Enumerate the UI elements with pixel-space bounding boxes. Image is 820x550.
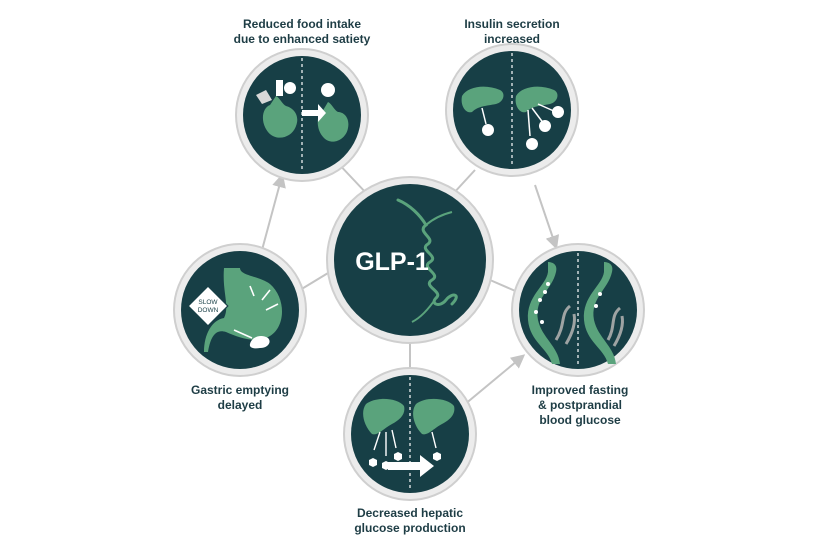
svg-text:DOWN: DOWN (198, 307, 219, 314)
insulin-granule-icon (552, 106, 564, 118)
tissue-icon (606, 306, 624, 347)
arrow-hepatic-to-glucose (463, 354, 526, 406)
arrow-right-icon (302, 104, 326, 122)
arrow-gastric-to-food (261, 173, 286, 251)
label-insulin: Insulin secretion increased (464, 17, 560, 46)
blood-vessel-icon-right (583, 262, 616, 364)
center-glp1-circle: GLP-1 (326, 176, 494, 344)
pancreas-icon-left (461, 86, 504, 113)
glucose-molecule-icon (394, 452, 402, 461)
expansion-arrow-icon (261, 289, 271, 301)
arrow-insulin-to-glucose (534, 184, 560, 250)
glucose-molecule-icon (433, 452, 441, 461)
insulin-granule-icon (482, 124, 494, 136)
glucose-dot-icon (534, 310, 538, 314)
label-hepatic: Decreased hepatic glucose production (354, 506, 466, 535)
pancreas-icon-right (515, 86, 558, 113)
apple-icon-right (321, 83, 335, 97)
insulin-circle (445, 43, 579, 177)
liver-icon-left (363, 398, 405, 435)
expansion-arrow-icon (265, 303, 279, 311)
glucose-dot-icon (538, 298, 542, 302)
svg-text:SLOW: SLOW (198, 299, 218, 306)
drink-icon (276, 80, 283, 96)
apple-icon-left (284, 82, 296, 94)
stomach-icon-right (317, 102, 349, 142)
label-gastric: Gastric emptying delayed (190, 383, 290, 412)
stomach-icon (204, 268, 282, 352)
liver-icon-right (413, 398, 455, 435)
tissue-icon (554, 304, 576, 345)
slow-down-sign-icon: SLOW DOWN (187, 285, 229, 327)
label-blood-glucose: Improved fasting & postprandial blood gl… (531, 383, 629, 427)
blood-vessel-icon-left (527, 262, 560, 364)
arrow-right-icon (388, 455, 434, 477)
gastric-circle: SLOW DOWN (173, 243, 307, 377)
food-mass-icon (249, 336, 270, 349)
glucose-dot-icon (546, 282, 550, 286)
blood-glucose-circle (511, 243, 645, 377)
hepatic-circle (343, 367, 477, 501)
glucose-dot-icon (594, 304, 598, 308)
label-food-intake: Reduced food intake due to enhanced sati… (233, 17, 371, 46)
center-title: GLP-1 (355, 248, 429, 276)
glucose-molecule-icon (369, 458, 377, 467)
insulin-granule-icon (539, 120, 551, 132)
peptide-helix-icon (396, 198, 458, 306)
food-items-icon (256, 90, 272, 104)
insulin-granule-icon (526, 138, 538, 150)
stomach-icon-left (262, 96, 298, 138)
glucose-dot-icon (598, 292, 602, 296)
glucose-dot-icon (543, 290, 547, 294)
slow-arrow-icon (233, 329, 253, 339)
glucose-dot-icon (540, 320, 544, 324)
expansion-arrow-icon (249, 285, 255, 297)
food-intake-circle (235, 48, 369, 182)
